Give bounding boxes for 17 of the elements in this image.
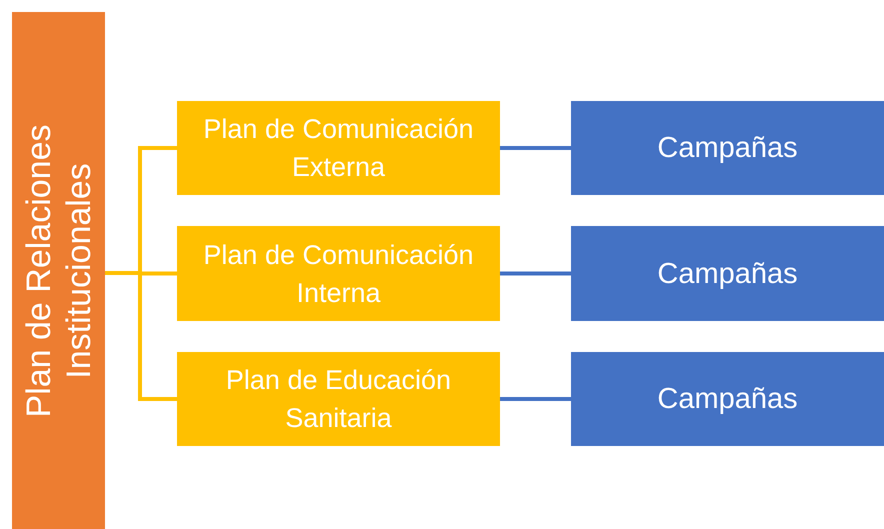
campaign-box [571, 101, 884, 195]
connector-line [500, 146, 571, 150]
plan-box [177, 352, 500, 446]
node-label: Campañas [657, 382, 798, 417]
node-label: Plan de Comunicación Interna [202, 238, 475, 310]
node-label: Campañas [657, 256, 798, 292]
campaign-box [571, 352, 884, 446]
plan-box [177, 226, 500, 321]
node-label: Campañas [657, 131, 798, 166]
side-bar [12, 12, 105, 529]
connector-line [500, 272, 571, 276]
plan-box [177, 101, 500, 195]
node-label: Plan de Relaciones Institucionales [18, 123, 98, 419]
node-label: Plan de Comunicación Externa [202, 113, 475, 184]
connector-line [500, 397, 571, 401]
campaign-box [571, 226, 884, 321]
node-label: Plan de Educación Sanitaria [224, 364, 452, 435]
